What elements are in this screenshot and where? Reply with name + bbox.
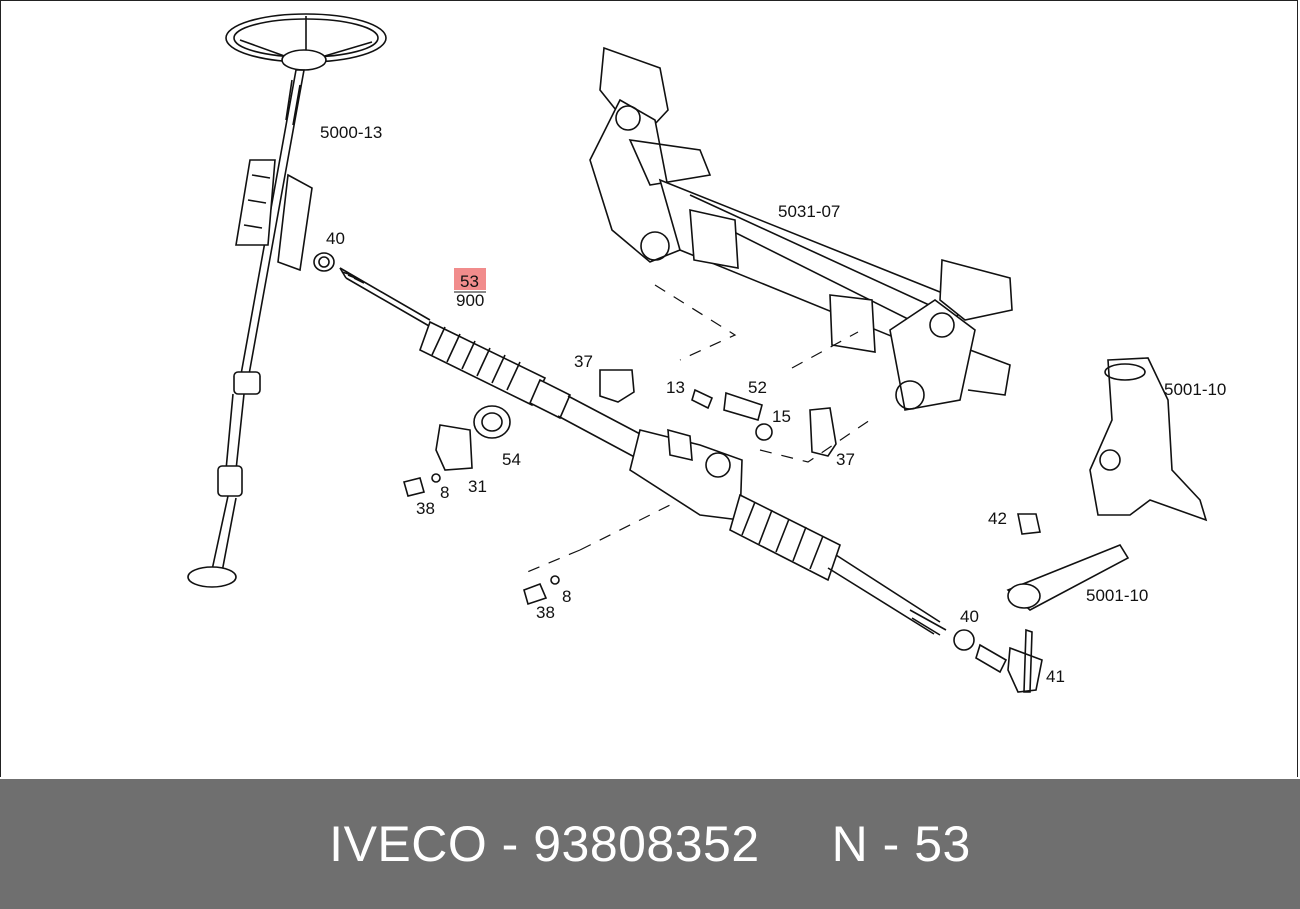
- label-54: 54: [502, 450, 521, 469]
- footer-brand: IVECO: [329, 816, 488, 872]
- leader-lines: [519, 284, 871, 576]
- front-axle-drawing: [589, 46, 1013, 411]
- label-5001-10-arm: 5001-10: [1086, 586, 1148, 605]
- label-37-left: 37: [574, 352, 593, 371]
- label-41: 41: [1046, 667, 1065, 686]
- label-8-upper: 8: [440, 483, 449, 502]
- part-labels: 5000-13 5031-07 40 53 900 37 13 52 15 37…: [320, 123, 1226, 686]
- label-900: 900: [456, 291, 484, 310]
- label-42: 42: [988, 509, 1007, 528]
- steering-rack-drawing: [339, 267, 947, 636]
- label-5031-07: 5031-07: [778, 202, 840, 221]
- label-38-lower: 38: [536, 603, 555, 622]
- label-13: 13: [666, 378, 685, 397]
- label-37-right: 37: [836, 450, 855, 469]
- label-8-lower: 8: [562, 587, 571, 606]
- label-40-upper: 40: [326, 229, 345, 248]
- label-38-upper: 38: [416, 499, 435, 518]
- label-52: 52: [748, 378, 767, 397]
- label-5000-13: 5000-13: [320, 123, 382, 142]
- small-parts-drawing: [313, 252, 1208, 693]
- footer-part-number: 93808352: [533, 816, 760, 872]
- label-40-lower: 40: [960, 607, 979, 626]
- label-31: 31: [468, 477, 487, 496]
- label-53: 53: [460, 272, 479, 291]
- footer-ref-separator: -: [868, 816, 915, 872]
- steering-parts-diagram: 5000-13 5031-07 40 53 900 37 13 52 15 37…: [187, 13, 1226, 693]
- footer-separator: -: [487, 816, 534, 872]
- label-5001-10-knuckle: 5001-10: [1164, 380, 1226, 399]
- footer-ref-number: 53: [914, 816, 971, 872]
- footer-ref-prefix: N: [831, 816, 869, 872]
- highlight-box: [454, 268, 486, 290]
- footer-bar: IVECO - 93808352 N - 53: [0, 779, 1300, 909]
- footer-gap: [760, 815, 832, 873]
- steering-column-drawing: [187, 13, 387, 588]
- label-15: 15: [772, 407, 791, 426]
